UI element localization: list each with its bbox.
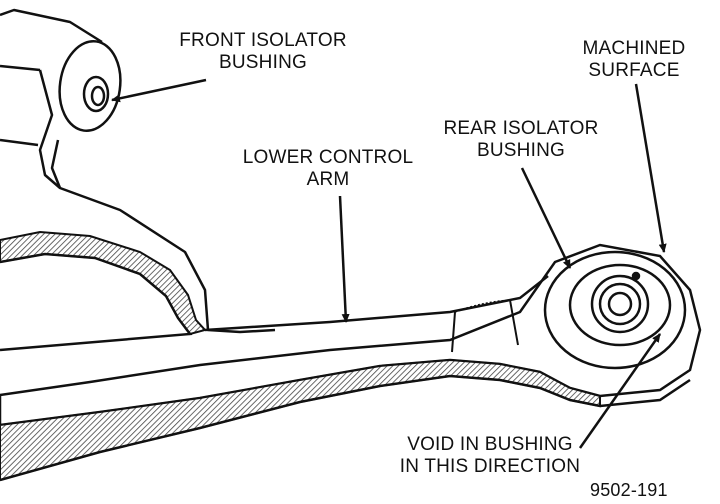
- arrow-machined-surface: [634, 83, 667, 253]
- rear-isolator-line-2: BUSHING: [477, 140, 565, 161]
- void-direction-line-2: IN THIS DIRECTION: [399, 456, 581, 477]
- rear-isolator-bushing: [543, 250, 687, 370]
- lower-control-arm-line-2: ARM: [306, 169, 350, 190]
- void-direction-line-1: VOID IN BUSHING: [407, 434, 573, 455]
- void-direction-label: VOID IN BUSHING IN THIS DIRECTION: [384, 434, 596, 478]
- arrow-void-direction: [578, 333, 662, 449]
- arrow-front-isolator: [111, 78, 207, 103]
- front-isolator-line-2: BUSHING: [219, 52, 307, 73]
- front-bracket: [0, 8, 276, 334]
- rear-isolator-bushing-label: REAR ISOLATOR BUSHING: [436, 118, 606, 162]
- lower-control-arm-label: LOWER CONTROL ARM: [228, 147, 428, 191]
- arrow-lower-control-arm: [338, 195, 350, 323]
- arrow-rear-isolator: [520, 167, 572, 269]
- lower-control-arm-line-1: LOWER CONTROL: [242, 147, 414, 168]
- bracket-outer-edge: [0, 252, 193, 352]
- front-isolator-bushing-label: FRONT ISOLATOR BUSHING: [172, 30, 354, 74]
- machined-surface-line-2: SURFACE: [588, 60, 680, 81]
- figure-number: 9502-191: [590, 480, 668, 500]
- front-isolator-line-1: FRONT ISOLATOR: [179, 30, 347, 51]
- leader-lines: [111, 78, 667, 449]
- front-isolator-bushing: [58, 39, 122, 133]
- bracket-hatched-edge: [0, 230, 207, 336]
- machined-surface-line-1: MACHINED: [582, 38, 686, 59]
- machined-surface-label: MACHINED SURFACE: [570, 38, 698, 82]
- rear-isolator-line-1: REAR ISOLATOR: [443, 118, 599, 139]
